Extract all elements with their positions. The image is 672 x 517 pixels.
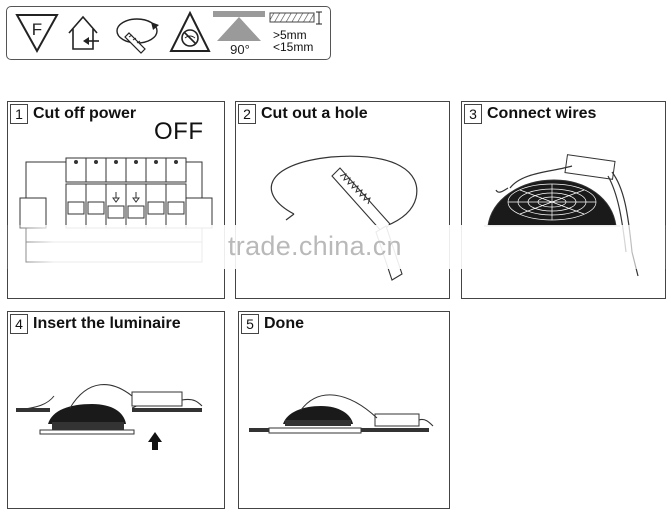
step-number: 1 <box>10 104 28 124</box>
step-header: 2 Cut out a hole <box>238 104 368 124</box>
beam-angle-icon: 90° <box>213 11 265 57</box>
step-panel-1: 1 Cut off power OFF <box>7 101 225 299</box>
do-not-cover-icon <box>169 10 211 52</box>
clearance-max: <15mm <box>273 40 314 54</box>
step-panel-3: 3 Connect wires <box>461 101 666 299</box>
step-header: 1 Cut off power <box>10 104 136 124</box>
step-header: 4 Insert the luminaire <box>10 314 181 334</box>
step-header: 3 Connect wires <box>464 104 596 124</box>
step-number: 3 <box>464 104 482 124</box>
hatched-ceiling-icon <box>269 11 322 25</box>
step-title: Done <box>264 315 304 332</box>
circuit-breaker-illustration <box>19 157 213 263</box>
step-panel-5: 5 Done <box>238 311 450 509</box>
step-panel-2: 2 Cut out a hole <box>235 101 450 299</box>
clearance-icon: >5mm <15mm <box>269 7 327 59</box>
step-number: 5 <box>241 314 259 334</box>
adjustable-angle-icon <box>116 18 159 54</box>
step-number: 4 <box>10 314 28 334</box>
f-mark-triangle-icon: F <box>15 14 59 54</box>
step-header: 5 Done <box>241 314 304 334</box>
insert-luminaire-illustration <box>15 384 203 450</box>
off-label: OFF <box>154 118 204 145</box>
watermark-band: trade.china.cn <box>0 225 672 269</box>
step-title: Connect wires <box>487 105 597 122</box>
indoor-use-icon <box>68 15 99 50</box>
installation-icon-strip: F 90° <box>6 6 331 60</box>
beam-angle-label: 90° <box>230 42 250 57</box>
installed-luminaire-illustration <box>249 394 434 434</box>
step-number: 2 <box>238 104 256 124</box>
step-title: Cut off power <box>33 105 137 122</box>
watermark-text: trade.china.cn <box>228 231 402 261</box>
step-panel-4: 4 Insert the luminaire <box>7 311 225 509</box>
fire-symbol: F <box>32 20 42 39</box>
push-up-arrow-icon <box>148 432 162 450</box>
step-title: Insert the luminaire <box>33 315 181 332</box>
clearance-min: >5mm <box>273 28 307 42</box>
step-title: Cut out a hole <box>261 105 368 122</box>
connect-wires-illustration <box>484 154 639 277</box>
